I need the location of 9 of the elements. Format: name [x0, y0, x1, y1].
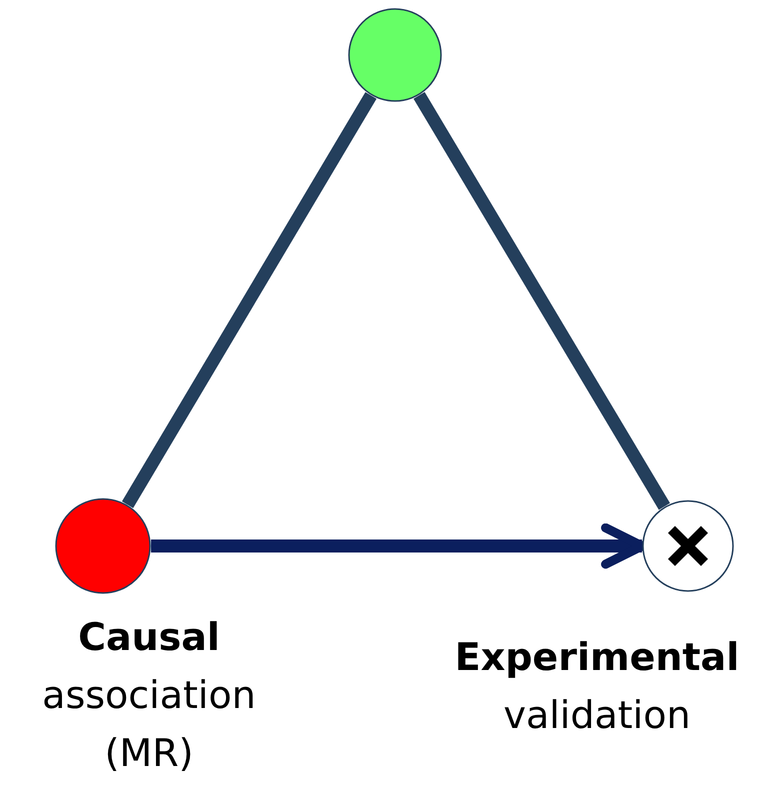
caption-text: validation [502, 692, 692, 739]
caption-text: association (MR) [41, 672, 257, 777]
circle-node [55, 498, 151, 594]
connector-line [414, 92, 670, 510]
caption-heading: Causal [77, 614, 221, 661]
caption-heading: Experimental [454, 634, 740, 681]
circle-node [642, 500, 734, 592]
circle-node [348, 8, 442, 102]
connector-line [122, 92, 377, 508]
